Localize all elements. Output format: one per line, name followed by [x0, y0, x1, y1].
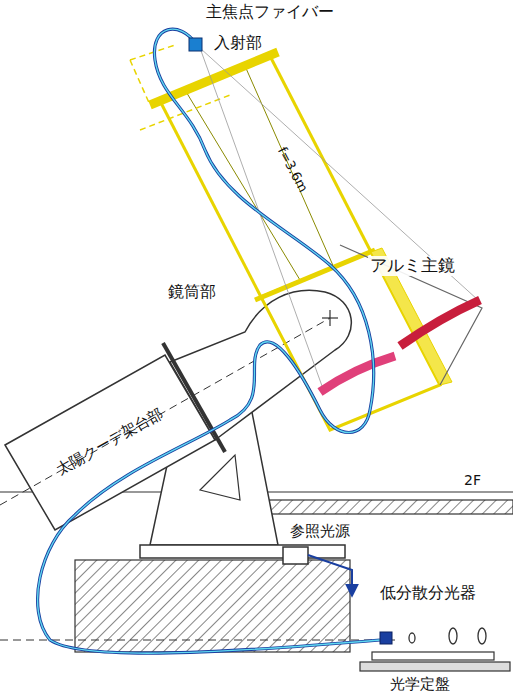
base-plate: [140, 545, 345, 558]
polar-axis: [0, 318, 330, 505]
floor-slab: [250, 500, 513, 514]
part-label: 2F: [462, 472, 483, 488]
part-label: 参照光源: [288, 523, 352, 540]
spectrograph-input: [380, 632, 392, 644]
optical-table: [360, 662, 510, 671]
optical-fiber: [38, 29, 380, 653]
tube-truss: [245, 66, 335, 270]
foundation-block: [75, 560, 350, 652]
tube-truss: [160, 101, 261, 297]
light-ray: [200, 48, 478, 386]
part-label: f=3.6m: [273, 143, 311, 197]
spectrograph-base: [372, 652, 494, 660]
lens: [478, 628, 486, 644]
part-label: アルミ主鏡: [368, 256, 457, 276]
part-label: 鏡筒部: [166, 283, 218, 301]
part-label: 低分散分光器: [378, 584, 478, 602]
part-label: 光学定盤: [388, 676, 452, 693]
tube-truss: [185, 90, 300, 280]
tube-truss: [270, 56, 371, 252]
lens: [409, 633, 415, 643]
optical-fiber-highlight: [38, 29, 380, 653]
part-label: 入射部: [212, 34, 264, 52]
axis-line: [0, 640, 395, 641]
fiber-entrance: [189, 38, 202, 51]
part-label: 主焦点ファイバー: [204, 3, 336, 21]
reference-light-path: [308, 555, 352, 595]
reference-source: [283, 547, 308, 564]
pivot-cross: [329, 310, 330, 326]
primary-mirror: [320, 356, 395, 392]
mount-flange: [163, 343, 225, 452]
primary-mirror: [400, 300, 480, 346]
part-label: 太陽クーデ架台部: [52, 404, 168, 480]
top-ring: [150, 52, 278, 105]
tube-dashed: [130, 45, 230, 130]
pedestal-hole: [200, 455, 240, 500]
lens: [449, 628, 457, 644]
